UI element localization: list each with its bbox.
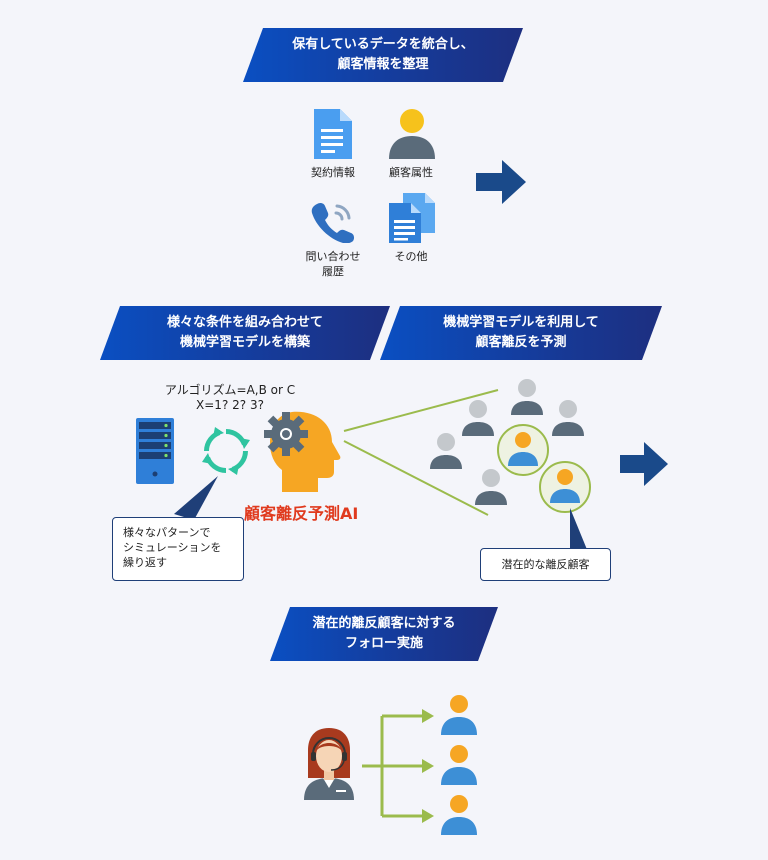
customer-group <box>430 379 591 513</box>
data-source-inquiry-label: 問い合わせ履歴 <box>305 250 361 278</box>
callout-pointer <box>174 476 218 520</box>
cycle-arrows-icon <box>202 427 250 475</box>
simulation-callout-line3: 繰り返す <box>123 556 167 569</box>
server-icon <box>136 418 174 484</box>
prediction-lines <box>343 389 499 516</box>
banner-step1: 保有しているデータを統合し、 顧客情報を整理 <box>243 28 523 82</box>
simulation-callout: 様々なパターンで シミュレーションを 繰り返す <box>112 517 244 581</box>
ai-head-gear-icon <box>264 411 341 492</box>
customer-icon <box>441 745 477 785</box>
arrow-right-icon <box>476 160 526 204</box>
banner-step2-build-line1: 様々な条件を組み合わせて <box>166 315 323 330</box>
banner-step3-line1: 潜在的離反顧客に対する <box>312 616 456 631</box>
operator-icon <box>304 728 354 800</box>
documents-icon <box>389 193 435 243</box>
banner-step1-line1: 保有しているデータを統合し、 <box>292 37 474 52</box>
target-callout-label: 潜在的な離反顧客 <box>501 558 590 571</box>
banner-step2-predict-line1: 機械学習モデルを利用して <box>443 315 599 330</box>
simulation-callout-line1: 様々なパターンで <box>123 526 211 539</box>
data-source-other-label: その他 <box>394 250 428 263</box>
algorithm-text: アルゴリズム=A,B or C X=1? 2? 3? <box>150 383 310 413</box>
banner-step3-line2: フォロー実施 <box>344 636 423 651</box>
banner-step2-predict-line2: 顧客離反を予測 <box>475 335 567 350</box>
banner-step2-build: 様々な条件を組み合わせて 機械学習モデルを構築 <box>100 306 390 360</box>
ai-label: 顧客離反予測AI <box>244 504 359 523</box>
algorithm-line2: X=1? 2? 3? <box>196 398 264 412</box>
banner-step3: 潜在的離反顧客に対する フォロー実施 <box>270 607 498 661</box>
target-callout: 潜在的な離反顧客 <box>480 548 611 581</box>
customer-icon <box>441 795 477 835</box>
phone-icon <box>311 202 355 243</box>
person-icon <box>389 109 435 159</box>
data-source-contract-label: 契約情報 <box>311 166 355 179</box>
banner-step2-predict: 機械学習モデルを利用して 顧客離反を予測 <box>380 306 662 360</box>
data-source-attributes-label: 顧客属性 <box>389 166 433 179</box>
arrow-right-icon <box>620 442 668 486</box>
algorithm-line1: アルゴリズム=A,B or C <box>164 383 296 397</box>
follow-up-arrows <box>362 709 434 823</box>
banner-step1-line2: 顧客情報を整理 <box>337 57 429 72</box>
target-callout-pointer <box>570 508 588 552</box>
simulation-callout-line2: シミュレーションを <box>123 541 222 554</box>
customer-icon <box>441 695 477 735</box>
banner-step2-build-line2: 機械学習モデルを構築 <box>179 335 310 350</box>
document-icon <box>314 109 352 159</box>
